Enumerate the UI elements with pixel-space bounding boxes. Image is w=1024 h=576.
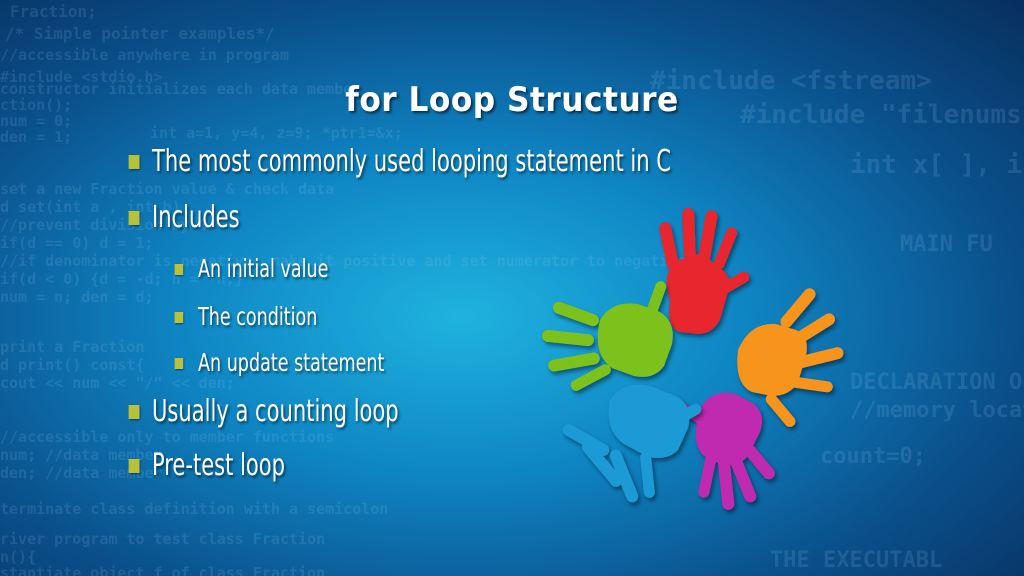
bullet-item: Usually a counting loop (128, 394, 399, 429)
colorful-hands-icon (540, 200, 880, 530)
bullet-text: The most commonly used looping statement… (152, 144, 672, 179)
blue-hand-icon (562, 384, 702, 503)
bullet-text: Pre-test loop (152, 448, 286, 483)
bullet-marker (128, 404, 140, 419)
bullet-text: Includes (152, 200, 240, 235)
bullet-item: Pre-test loop (128, 448, 286, 483)
bullet-item: An initial value (174, 254, 329, 283)
slide-title: for Loop Structure (345, 80, 679, 120)
green-hand-icon (542, 281, 673, 391)
bullet-item: Includes (128, 200, 240, 235)
bullet-text: Usually a counting loop (152, 394, 399, 429)
bullet-item: An update statement (174, 348, 385, 377)
hands-svg (542, 208, 844, 510)
bullet-marker (128, 458, 140, 473)
bullet-marker (174, 357, 184, 369)
bullet-item: The condition (174, 302, 318, 331)
bullet-marker (128, 210, 140, 225)
bullet-text: An initial value (198, 254, 329, 283)
red-hand-icon (659, 208, 750, 334)
bullet-marker (174, 263, 184, 275)
bullet-item: The most commonly used looping statement… (128, 144, 672, 179)
bullet-marker (174, 311, 184, 323)
bullet-text: An update statement (198, 348, 385, 377)
bullet-marker (128, 154, 140, 169)
bullet-text: The condition (198, 302, 318, 331)
orange-hand-icon (737, 288, 844, 427)
